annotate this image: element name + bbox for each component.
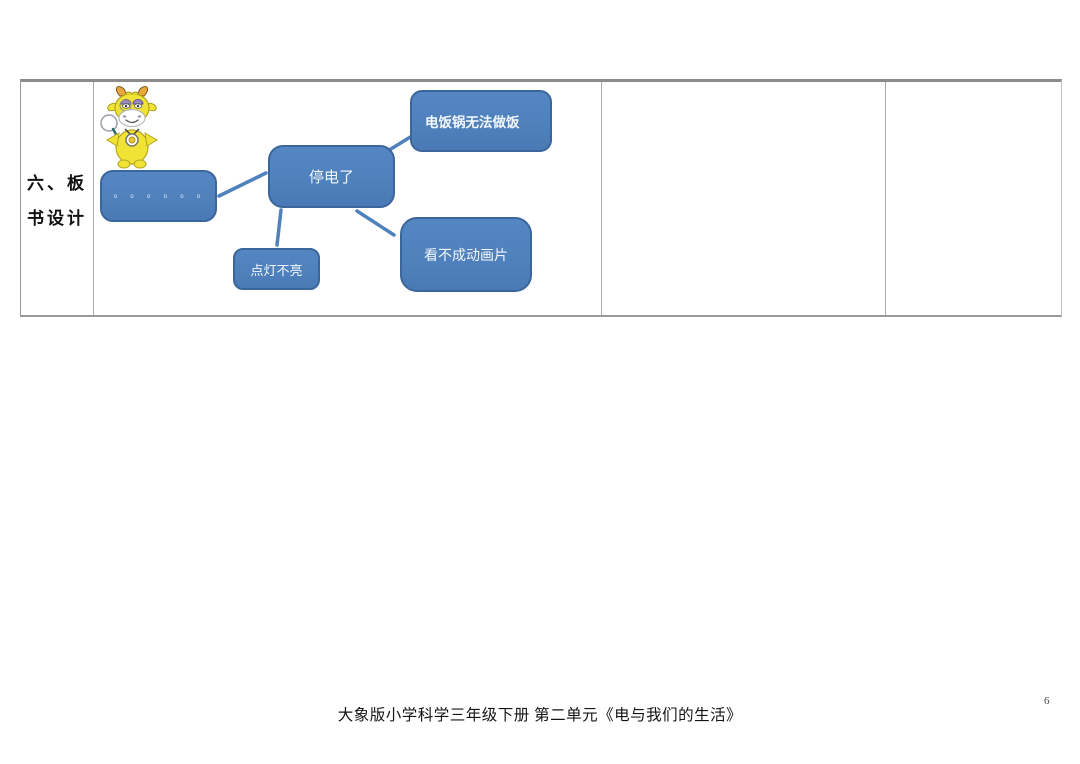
node-power-outage: 停电了 xyxy=(268,145,395,208)
document-footer: 大象版小学科学三年级下册 第二单元《电与我们的生活》 xyxy=(337,707,743,724)
empty-table-cell-1 xyxy=(601,82,885,315)
node-rice-cooker-cannot-cook: 电饭锅无法做饭 xyxy=(410,90,552,152)
section-label-line2: 书设计 xyxy=(27,208,87,228)
node-cause-placeholder-dots: oooooo xyxy=(113,192,214,200)
node-cannot-watch-cartoons: 看不成动画片 xyxy=(400,217,532,292)
cow-mascot-icon xyxy=(100,86,158,169)
lesson-plan-table: 六、板 书设计 xyxy=(20,79,1062,317)
section-label-cell: 六、板 书设计 xyxy=(21,82,94,315)
board-design-diagram-cell: oooooo 停电了 电饭锅无法做饭 点灯不亮 看不成动画片 xyxy=(94,82,601,315)
section-label-line1: 六、板 xyxy=(27,173,87,193)
empty-table-cell-2 xyxy=(885,82,1061,315)
node-cause-placeholder: oooooo xyxy=(100,170,217,222)
page-number: 6 xyxy=(1044,695,1050,707)
node-lamp-not-lighting: 点灯不亮 xyxy=(233,248,320,290)
